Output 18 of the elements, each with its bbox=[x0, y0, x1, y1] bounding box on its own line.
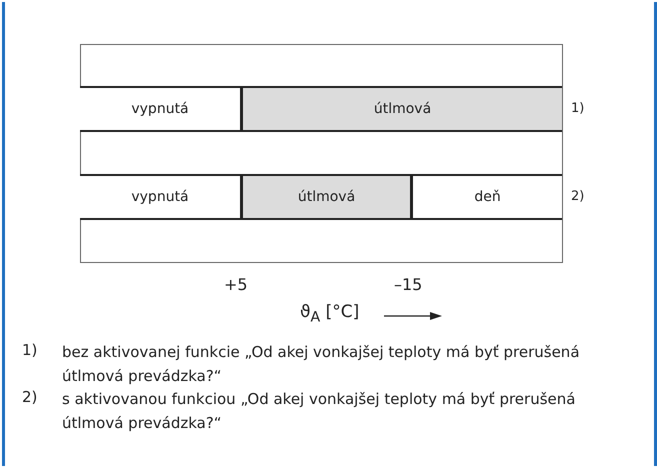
footnote-number: 2) bbox=[22, 388, 38, 406]
band-segment bbox=[80, 174, 240, 220]
segment-label: útlmová bbox=[298, 189, 356, 205]
footnote-text: s aktivovanou funkciou „Od akej vonkajšej teploty má byť prerušená útlmová prevádzka?“ bbox=[62, 389, 576, 434]
band-segment bbox=[240, 174, 410, 220]
footnote-number: 1) bbox=[22, 341, 38, 359]
segment-label: vypnutá bbox=[131, 101, 189, 117]
tick-label: –15 bbox=[394, 275, 422, 294]
segment-label: deň bbox=[474, 189, 501, 205]
row-number: 1) bbox=[571, 101, 584, 116]
band-segment bbox=[240, 86, 562, 132]
tick-label: +5 bbox=[224, 275, 248, 294]
row-number: 2) bbox=[571, 189, 584, 204]
segment-label: vypnutá bbox=[131, 189, 189, 205]
axis-label: ϑ$_{A}$ [°C] bbox=[300, 302, 360, 326]
band-segment bbox=[80, 86, 240, 132]
band-segment bbox=[410, 174, 562, 220]
segment-label: útlmová bbox=[374, 101, 432, 117]
